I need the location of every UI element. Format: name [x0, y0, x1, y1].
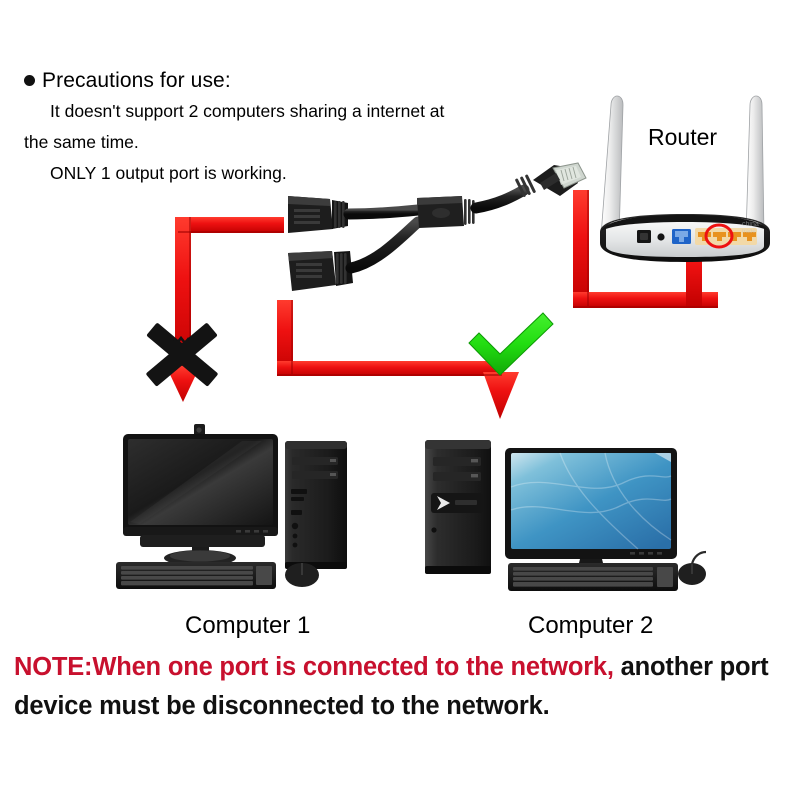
svg-text:china: china	[742, 221, 759, 228]
precautions-line-1: It doesn't support 2 computers sharing a…	[50, 101, 445, 121]
computer-1-mouse	[285, 563, 319, 587]
blocked-path-to-computer-1	[166, 217, 284, 402]
svg-text:trade: trade	[742, 229, 756, 235]
note-black-text: another port device must be disconnected…	[14, 653, 769, 720]
computer-1-label: Computer 1	[185, 612, 311, 639]
splitter-junction-block	[417, 196, 475, 228]
precautions-line-2: the same time.	[24, 132, 139, 152]
computer-1-monitor	[123, 434, 278, 536]
splitter-strain-relief	[515, 174, 536, 197]
computer-1-tower	[285, 441, 347, 569]
filled-circle-bullet-icon	[24, 75, 35, 86]
computer-1	[116, 424, 347, 589]
router-lan-ports	[695, 223, 757, 249]
computer-2-monitor	[505, 448, 677, 559]
computer-2-mouse	[678, 550, 707, 585]
computer-2	[425, 440, 707, 591]
computer-2-tower	[425, 440, 491, 574]
green-check-mark	[468, 312, 554, 376]
note-block: NOTE:When one port is connected to the n…	[14, 648, 794, 726]
computer-1-keyboard	[116, 562, 276, 589]
splitter-female-port-1	[288, 196, 348, 233]
precautions-line-3: ONLY 1 output port is working.	[50, 163, 287, 183]
note-red-text: NOTE:When one port is connected to the n…	[14, 653, 614, 681]
black-x-mark	[146, 323, 218, 387]
precautions-block: Precautions for use: It doesn't support …	[24, 66, 544, 189]
computer-2-label: Computer 2	[528, 612, 654, 639]
wifi-router: china trade	[600, 95, 770, 262]
precautions-heading-text: Precautions for use:	[42, 69, 231, 92]
splitter-male-rj45-plug	[533, 162, 587, 196]
precautions-heading: Precautions for use:	[24, 66, 544, 96]
router-wan-port	[672, 229, 691, 244]
active-path-to-computer-2	[277, 300, 519, 419]
router-power-jack	[637, 230, 651, 243]
computer-2-keyboard	[508, 563, 678, 591]
router-label: Router	[648, 124, 718, 150]
highlighted-lan-port-ring	[704, 223, 734, 249]
splitter-female-port-2	[288, 251, 353, 291]
ethernet-y-splitter-cable	[288, 162, 587, 291]
router-reset-button	[657, 233, 665, 241]
